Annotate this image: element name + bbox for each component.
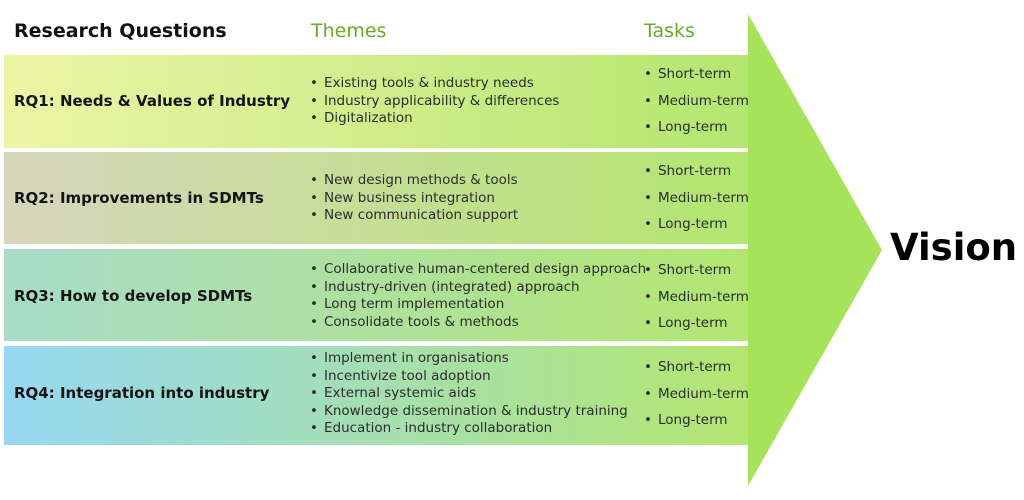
rq4-themes: Implement in organisations Incentivize t… [310,350,628,438]
task-item: Medium-term [644,381,749,408]
rq3-tasks: Short-term Medium-term Long-term [644,257,749,337]
rq2-title: RQ2: Improvements in SDMTs [14,189,264,207]
header-research-questions: Research Questions [14,20,227,42]
theme-item: New design methods & tools [310,172,518,190]
theme-item: Digitalization [310,110,559,128]
rq4-title: RQ4: Integration into industry [14,384,270,402]
task-item: Medium-term [644,284,749,311]
rq3-title: RQ3: How to develop SDMTs [14,287,253,305]
band-rq4: RQ4: Integration into industry Implement… [4,346,749,445]
theme-item: Consolidate tools & methods [310,314,646,332]
band-rq3: RQ3: How to develop SDMTs Collaborative … [4,249,749,341]
theme-item: Industry-driven (integrated) approach [310,279,646,297]
task-item: Short-term [644,158,749,185]
rq4-tasks: Short-term Medium-term Long-term [644,354,749,434]
arrow-head [748,14,882,486]
theme-item: Long term implementation [310,296,646,314]
rq2-themes: New design methods & tools New business … [310,172,518,225]
theme-item: Existing tools & industry needs [310,75,559,93]
task-item: Long-term [644,310,749,337]
task-item: Long-term [644,114,749,141]
header-tasks: Tasks [644,20,695,42]
theme-item: New business integration [310,190,518,208]
theme-item: Industry applicability & differences [310,93,559,111]
band-rq2: RQ2: Improvements in SDMTs New design me… [4,152,749,244]
rq1-title: RQ1: Needs & Values of Industry [14,92,291,110]
task-item: Short-term [644,354,749,381]
task-item: Short-term [644,61,749,88]
theme-item: Education - industry collaboration [310,420,628,438]
task-item: Short-term [644,257,749,284]
rq3-themes: Collaborative human-centered design appr… [310,261,646,331]
theme-item: Collaborative human-centered design appr… [310,261,646,279]
task-item: Medium-term [644,185,749,212]
theme-item: New communication support [310,207,518,225]
task-item: Long-term [644,407,749,434]
task-item: Medium-term [644,88,749,115]
band-rq1: RQ1: Needs & Values of Industry Existing… [4,55,749,148]
rq2-tasks: Short-term Medium-term Long-term [644,158,749,238]
theme-item: Knowledge dissemination & industry train… [310,403,628,421]
vision-label: Vision [890,226,1018,269]
rq1-themes: Existing tools & industry needs Industry… [310,75,559,128]
theme-item: Incentivize tool adoption [310,368,628,386]
task-item: Long-term [644,211,749,238]
theme-item: Implement in organisations [310,350,628,368]
header-themes: Themes [311,20,387,42]
theme-item: External systemic aids [310,385,628,403]
rq1-tasks: Short-term Medium-term Long-term [644,61,749,141]
